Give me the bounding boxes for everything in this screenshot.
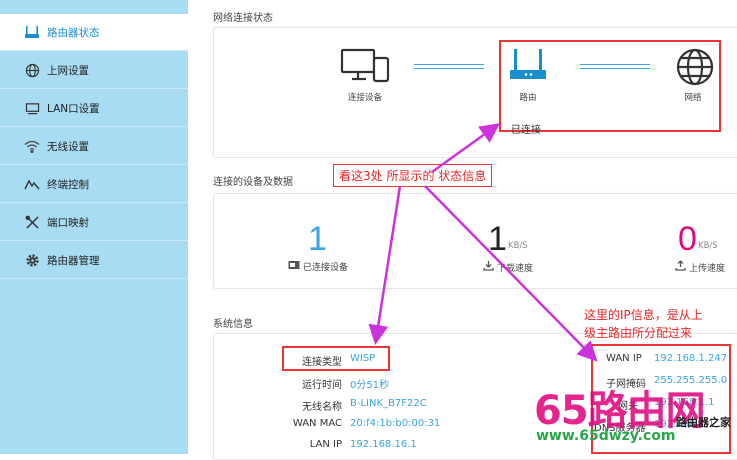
network-status-title: 网络连接状态 <box>213 13 273 24</box>
download-speed-value: 1 <box>488 220 507 258</box>
system-info-panel <box>213 333 737 460</box>
arrow-to-connection-type <box>368 185 402 345</box>
upload-speed-caption: 上传速度 <box>675 260 725 274</box>
sidebar-item-router-management[interactable]: 路由器管理 <box>0 242 188 279</box>
info-label-connection-type: 连接类型 <box>302 357 342 368</box>
device-icon <box>288 260 300 273</box>
sidebar-item-label: 端口映射 <box>47 216 89 229</box>
activity-icon <box>24 176 40 192</box>
info-value-connection-type: WISP <box>350 353 376 364</box>
watermark-sub: 路由器之家 <box>676 416 731 429</box>
ip-annotation-line1: 这里的IP信息，是从上 <box>584 306 703 323</box>
connected-devices-title: 连接的设备及数据 <box>213 177 293 188</box>
router-icon <box>509 47 547 84</box>
router-icon <box>24 24 40 40</box>
sidebar-item-label: 上网设置 <box>47 64 89 77</box>
info-label-dns: DNS服务器 <box>594 423 646 434</box>
download-speed-label: 下载速度 <box>497 263 534 274</box>
sidebar-item-internet-settings[interactable]: 上网设置 <box>0 52 188 89</box>
sidebar-item-terminal-control[interactable]: 终端控制 <box>0 166 188 203</box>
sidebar-item-router-status[interactable]: 路由器状态 <box>0 14 188 51</box>
info-label-uptime: 运行时间 <box>302 380 342 391</box>
arrow-to-wan-info <box>424 185 598 362</box>
sidebar: 路由器状态 上网设置 LAN口设置 无线设置 终端控制 端口映射 路由器管理 <box>0 0 188 454</box>
connected-devices-panel <box>213 193 737 289</box>
sidebar-item-label: 路由器状态 <box>47 26 100 39</box>
upload-icon <box>675 260 686 274</box>
info-label-lan-ip: LAN IP <box>309 439 342 450</box>
sidebar-item-label: 无线设置 <box>47 140 89 153</box>
wifi-icon <box>24 138 40 154</box>
watermark-url: www.65dwzy.com <box>536 428 676 444</box>
sidebar-item-label: 路由器管理 <box>47 254 100 267</box>
upload-speed-unit: KB/S <box>698 241 718 251</box>
info-value-uptime: 0分51秒 <box>350 380 390 391</box>
connection-line-left <box>414 64 484 69</box>
info-value-wan-mac: 20:f4:1b:b0:00:31 <box>350 418 441 429</box>
arrow-to-router-status <box>431 123 501 174</box>
download-icon <box>483 260 494 274</box>
ip-annotation-line2: 级主路由所分配过来 <box>584 324 693 341</box>
status-annotation-note: 看这3处 所显示的 状态信息 <box>333 164 493 187</box>
download-speed-caption: 下载速度 <box>483 260 533 274</box>
download-speed-unit: KB/S <box>508 241 528 251</box>
info-label-wan-ip: WAN IP <box>606 353 642 364</box>
system-info-title: 系统信息 <box>213 319 253 330</box>
connected-devices-label: 已连接设备 <box>303 263 349 273</box>
computer-icon <box>340 48 390 87</box>
router-status-highlight <box>499 40 721 132</box>
sidebar-item-lan-settings[interactable]: LAN口设置 <box>0 90 188 127</box>
info-value-dns: 192.168.1.1 <box>654 419 715 430</box>
info-value-wireless-name: B-LINK_B7F22C <box>350 398 427 409</box>
info-label-gateway: 网关 <box>618 401 638 412</box>
connection-type-highlight <box>282 346 390 371</box>
monitor-icon <box>24 100 40 116</box>
info-value-wan-ip: 192.168.1.247 <box>654 353 728 364</box>
connection-line-right <box>580 64 650 69</box>
info-label-subnet-mask: 子网掩码 <box>606 379 646 390</box>
sidebar-item-label: 终端控制 <box>47 178 89 191</box>
sidebar-item-wireless-settings[interactable]: 无线设置 <box>0 128 188 165</box>
router-label: 路由 <box>519 93 537 103</box>
globe-icon <box>24 62 40 78</box>
connected-devices-caption: 已连接设备 <box>288 260 348 273</box>
info-value-lan-ip: 192.168.16.1 <box>350 439 417 450</box>
sidebar-item-port-mapping[interactable]: 端口映射 <box>0 204 188 241</box>
upload-speed-value: 0 <box>678 220 697 258</box>
connection-status-text: 已连接 <box>511 125 541 136</box>
wan-info-highlight <box>591 344 731 454</box>
info-value-gateway: 192.168.1.1 <box>654 397 715 408</box>
info-value-subnet-mask: 255.255.255.0 <box>654 375 728 386</box>
network-status-panel <box>213 27 737 158</box>
connected-devices-count: 1 <box>308 220 327 258</box>
watermark-brand: 65路由网 <box>534 388 706 434</box>
gear-icon <box>24 252 40 268</box>
upload-speed-label: 上传速度 <box>689 263 726 274</box>
internet-label: 网络 <box>684 93 702 103</box>
info-label-wan-mac: WAN MAC <box>292 418 342 429</box>
sidebar-item-label: LAN口设置 <box>47 102 100 115</box>
tools-icon <box>24 214 40 230</box>
info-label-wireless-name: 无线名称 <box>302 402 342 413</box>
internet-globe-icon <box>676 48 714 89</box>
connected-device-label: 连接设备 <box>347 93 382 103</box>
